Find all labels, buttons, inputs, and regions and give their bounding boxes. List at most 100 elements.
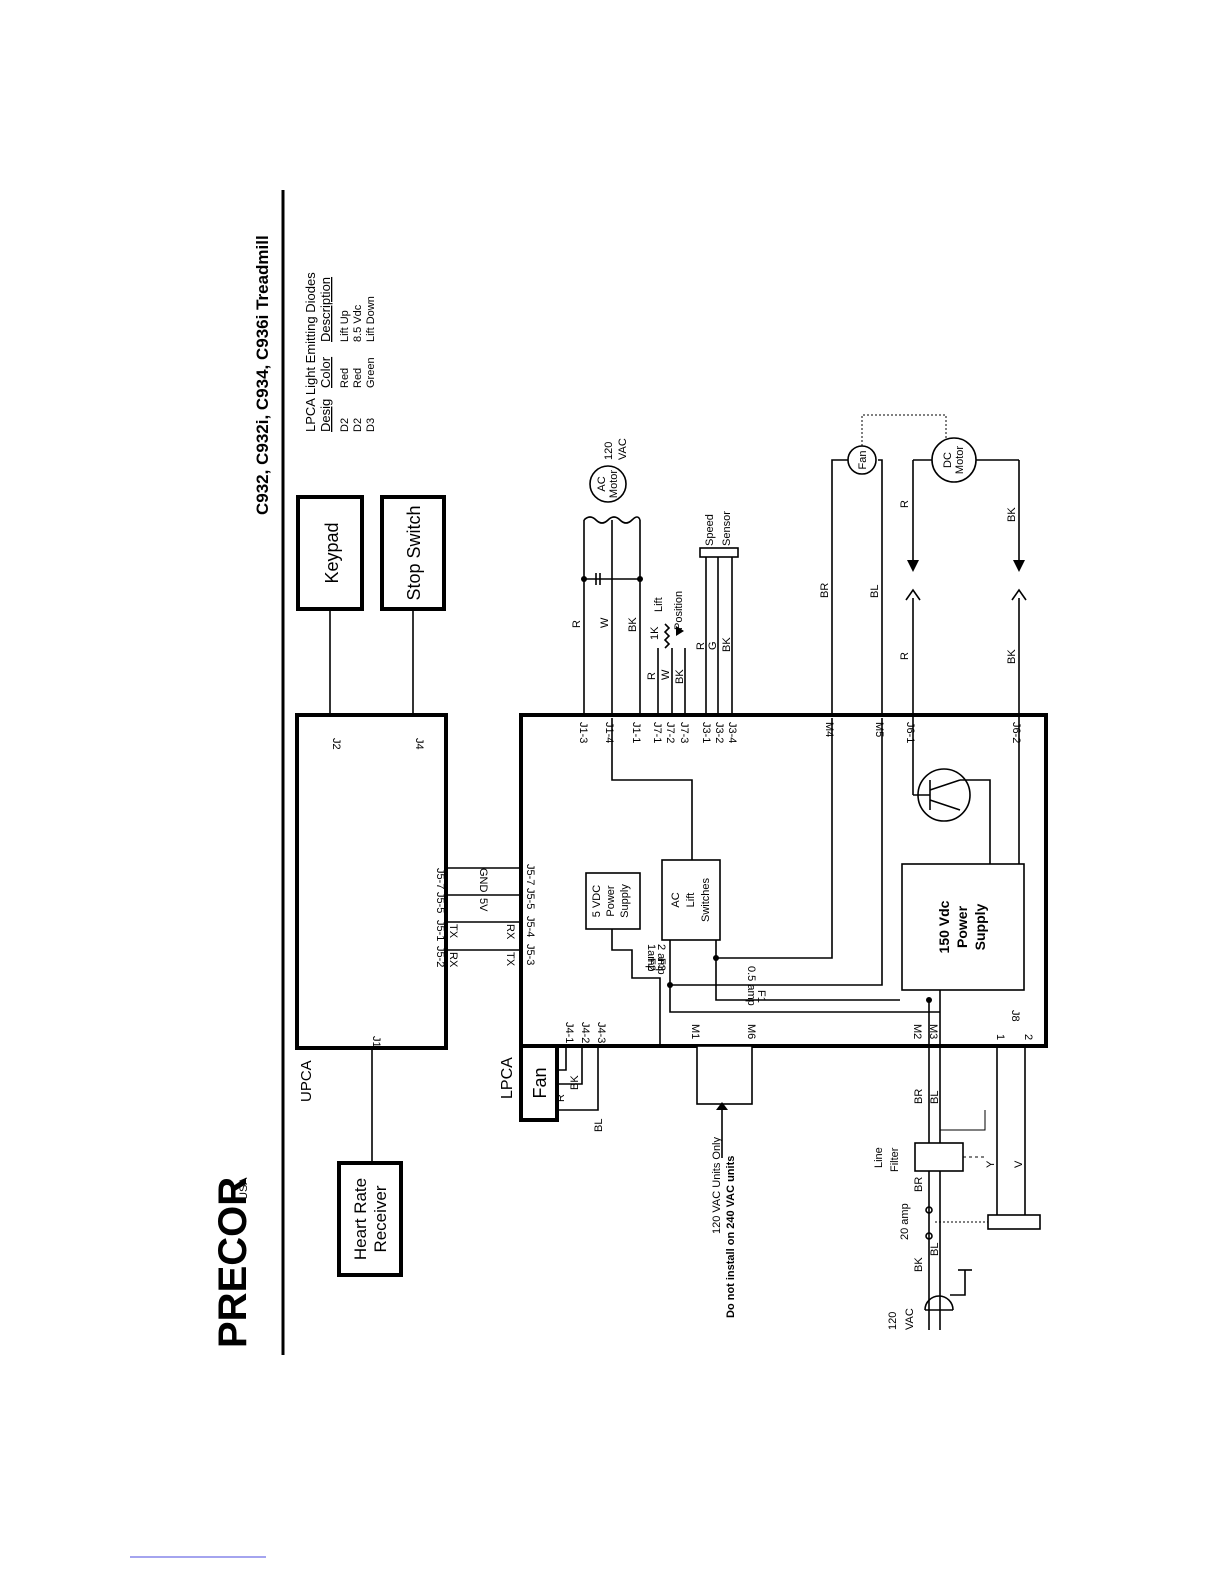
svg-text:2: 2 [1022, 1034, 1034, 1040]
svg-text:J5-5: J5-5 [434, 892, 446, 913]
svg-text:150 Vdc: 150 Vdc [936, 900, 952, 953]
svg-text:BL: BL [929, 1243, 941, 1256]
legend-row2-desig: D2 [352, 418, 364, 432]
motor-transistor [913, 768, 971, 822]
svg-text:M1: M1 [689, 1024, 701, 1039]
legend-row2-desc: 8.5 Vdc [352, 304, 364, 342]
svg-text:Motor: Motor [954, 446, 966, 474]
led-legend: LPCA Light Emitting Diodes Desig Color D… [303, 272, 377, 432]
svg-text:Stop Switch: Stop Switch [404, 505, 424, 600]
upca-board: UPCA J2 J4 J1 J5-7 J5-5 J5-1 J5-2 [295, 713, 448, 1102]
precor-logo: PRECOR USA [211, 1177, 255, 1348]
speed-sensor: Speed Sensor [699, 511, 739, 558]
svg-text:120: 120 [887, 1312, 899, 1330]
svg-text:Power: Power [605, 885, 617, 917]
svg-text:BK: BK [627, 617, 639, 632]
svg-text:Supply: Supply [972, 903, 988, 950]
svg-text:V: V [1013, 1160, 1025, 1168]
svg-text:R: R [646, 672, 658, 680]
svg-text:Supply: Supply [619, 884, 631, 918]
svg-text:BL: BL [929, 1091, 941, 1104]
svg-text:J2: J2 [330, 738, 342, 750]
svg-text:J5-1: J5-1 [434, 920, 446, 941]
svg-text:M3: M3 [927, 1024, 939, 1039]
svg-text:J6-2: J6-2 [1010, 722, 1022, 743]
legend-row3-color: Green [365, 357, 377, 388]
ac-plug: BK 120 VAC [887, 1257, 972, 1330]
svg-text:J1-1: J1-1 [630, 722, 642, 743]
svg-text:F3: F3 [655, 958, 667, 971]
svg-text:M2: M2 [911, 1024, 923, 1039]
svg-text:5 VDC: 5 VDC [591, 885, 603, 917]
5vdc-power-supply: 5 VDC Power Supply [585, 872, 641, 930]
svg-text:TX: TX [504, 952, 516, 967]
svg-text:J3-4: J3-4 [726, 722, 738, 743]
legend-heading: LPCA Light Emitting Diodes [303, 272, 318, 432]
brand-suffix: USA [238, 1177, 250, 1200]
svg-text:F1: F1 [755, 990, 767, 1003]
svg-text:Position: Position [673, 591, 685, 630]
svg-text:Line: Line [873, 1147, 885, 1168]
legend-row2-color: Red [352, 368, 364, 388]
svg-text:Y: Y [985, 1160, 997, 1168]
svg-text:Lift: Lift [653, 597, 665, 612]
svg-text:J4: J4 [413, 738, 425, 750]
svg-text:Filter: Filter [889, 1147, 901, 1172]
svg-text:J5-3: J5-3 [524, 944, 536, 965]
svg-text:BR: BR [913, 1177, 925, 1192]
svg-text:5V: 5V [477, 898, 489, 912]
svg-text:M5: M5 [873, 722, 885, 737]
heart-rate-receiver: Heart Rate Receiver [337, 1161, 403, 1277]
svg-text:BK: BK [721, 637, 733, 652]
svg-text:J3-1: J3-1 [700, 722, 712, 743]
svg-text:J6-1: J6-1 [904, 722, 916, 743]
keypad-block: Keypad [296, 495, 364, 611]
svg-text:BK: BK [569, 1075, 581, 1090]
svg-text:W: W [599, 617, 611, 628]
svg-text:2 amp: 2 amp [655, 944, 667, 975]
svg-text:Fan: Fan [530, 1067, 550, 1098]
svg-text:R: R [555, 1094, 567, 1102]
legend-col-color: Color [318, 356, 333, 388]
lift-position-sensor: Lift Position [653, 591, 685, 630]
svg-text:Speed: Speed [704, 514, 716, 546]
svg-text:Lift: Lift [685, 893, 697, 908]
note-120vac-only: 120 VAC Units Only [711, 1136, 723, 1234]
svg-text:BL: BL [593, 1119, 605, 1132]
stop-switch-block: Stop Switch [380, 495, 446, 611]
svg-text:Fan: Fan [857, 451, 869, 470]
diagram-title: C932, C932i, C934, C936i Treadmill [253, 235, 272, 515]
svg-text:F2: F2 [645, 958, 657, 971]
legend-row3-desig: D3 [365, 418, 377, 432]
cooling-fan-block: Fan [519, 1044, 559, 1122]
svg-text:TX: TX [447, 924, 459, 939]
svg-text:BL: BL [869, 585, 881, 598]
svg-text:Receiver: Receiver [371, 1185, 390, 1252]
svg-text:VAC: VAC [617, 438, 629, 460]
svg-text:J5-4: J5-4 [524, 916, 536, 937]
upca-label: UPCA [298, 1060, 315, 1102]
svg-text:RX: RX [447, 952, 459, 968]
fan-motor: Fan [847, 445, 877, 475]
svg-text:Heart Rate: Heart Rate [351, 1178, 370, 1260]
legend-row1-desig: D2 [339, 418, 351, 432]
svg-text:GND: GND [477, 868, 489, 893]
line-filter: Line Filter [873, 1142, 964, 1172]
legend-row3-desc: Lift Down [365, 296, 377, 342]
svg-text:J7-1: J7-1 [651, 722, 663, 743]
svg-text:Keypad: Keypad [322, 522, 342, 583]
svg-text:J4-2: J4-2 [579, 1022, 591, 1043]
svg-text:RX: RX [504, 924, 516, 940]
svg-text:J8: J8 [1009, 1010, 1021, 1022]
svg-text:J1-3: J1-3 [577, 722, 589, 743]
svg-text:1: 1 [994, 1034, 1006, 1040]
breaker-rating: 20 amp [899, 1203, 911, 1240]
svg-text:J5-2: J5-2 [434, 946, 446, 967]
svg-text:R: R [571, 620, 583, 628]
svg-text:J7-3: J7-3 [678, 722, 690, 743]
svg-text:BK: BK [1006, 649, 1018, 664]
svg-text:R: R [899, 500, 911, 508]
svg-text:R: R [899, 652, 911, 660]
svg-text:1K: 1K [649, 626, 661, 640]
